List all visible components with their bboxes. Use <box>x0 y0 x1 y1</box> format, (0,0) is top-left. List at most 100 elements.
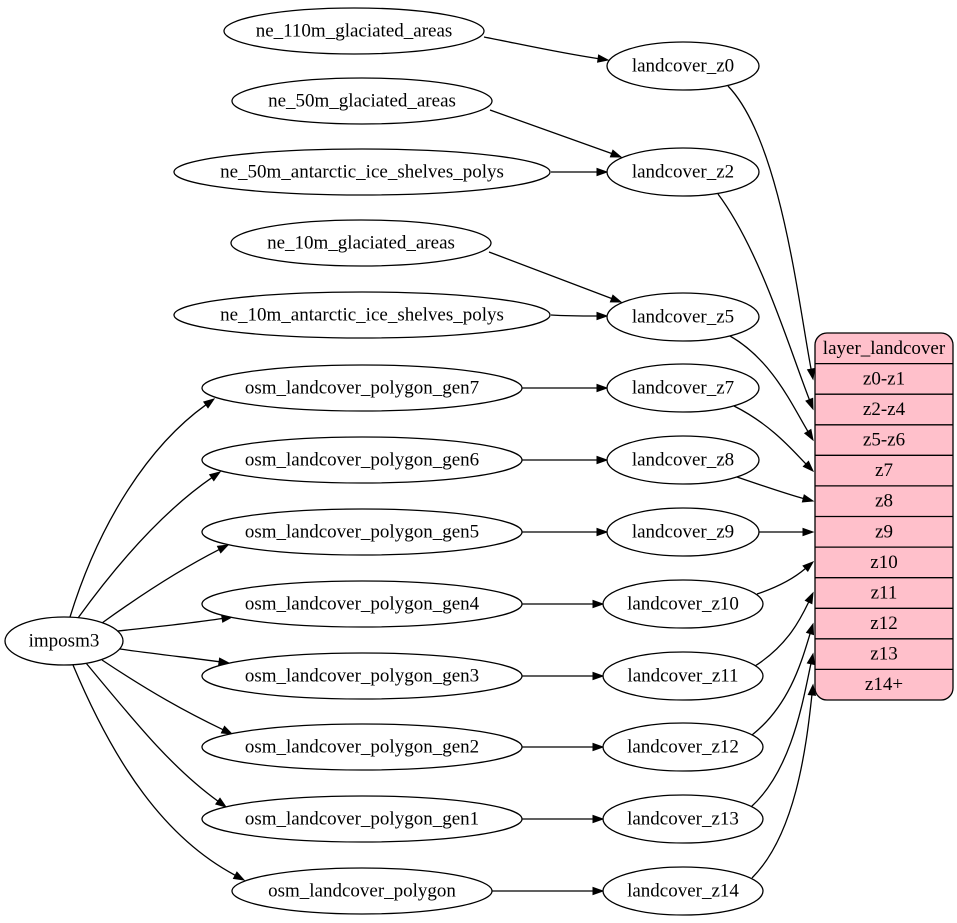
node-landcover-z0: landcover_z0 <box>606 41 760 91</box>
edge-landcover-z7-to-row-z7 <box>733 405 815 473</box>
node-ellipse <box>606 292 760 342</box>
node-ellipse <box>173 148 551 196</box>
arrowhead-icon <box>596 455 609 465</box>
node-label: imposm3 <box>29 631 100 652</box>
node-landcover-z9: landcover_z9 <box>606 507 760 557</box>
edge-landcover-z0-to-row-z0-z1 <box>727 85 816 381</box>
arrowhead-icon <box>802 460 815 473</box>
edge-line <box>101 549 220 624</box>
edge-line <box>756 568 806 595</box>
edge-osm-landcover-polygon-to-landcover-z14 <box>491 886 605 896</box>
edge-landcover-z8-to-row-z8 <box>736 476 815 503</box>
node-label: osm_landcover_polygon_gen3 <box>245 666 479 687</box>
arrowhead-icon <box>806 652 815 666</box>
node-ellipse <box>602 794 764 844</box>
edge-line <box>729 335 809 432</box>
node-osm-landcover-polygon-gen5: osm_landcover_polygon_gen5 <box>201 508 523 556</box>
edge-imposm3-to-osm-landcover-polygon-gen2 <box>101 659 234 735</box>
node-label: landcover_z14 <box>627 881 739 902</box>
edge-line <box>550 314 598 317</box>
edge-imposm3-to-osm-landcover-polygon <box>72 664 246 881</box>
arrowhead-icon <box>592 742 605 752</box>
node-label: landcover_z11 <box>627 666 738 687</box>
arrowhead-icon <box>232 871 246 881</box>
node-ellipse <box>606 363 760 413</box>
node-label: landcover_z0 <box>632 56 734 77</box>
node-ellipse <box>230 219 492 267</box>
node-ellipse <box>201 580 523 628</box>
edge-landcover-z14-to-row-z14- <box>751 683 817 879</box>
edge-ne-110m-glaciated-areas-to-landcover-z0 <box>483 36 610 63</box>
edge-osm-landcover-polygon-gen1-to-landcover-z13 <box>521 814 605 824</box>
arrowhead-icon <box>208 471 222 482</box>
node-ellipse <box>173 291 551 339</box>
edge-landcover-z10-to-row-z10 <box>756 561 815 595</box>
node-ellipse <box>602 651 764 701</box>
node-label: landcover_z13 <box>627 809 739 830</box>
node-landcover-z14: landcover_z14 <box>602 866 764 916</box>
edge-osm-landcover-polygon-gen4-to-landcover-z10 <box>522 599 605 609</box>
edge-landcover-z9-to-row-z9 <box>759 527 815 537</box>
arrowhead-icon <box>597 54 610 63</box>
record-row-label: z9 <box>875 521 893 542</box>
arrowhead-icon <box>592 671 605 681</box>
edge-line <box>754 601 810 667</box>
arrowhead-icon <box>596 383 609 393</box>
node-ellipse <box>606 507 760 557</box>
edge-osm-landcover-polygon-gen6-to-landcover-z8 <box>521 455 609 465</box>
node-landcover-z8: landcover_z8 <box>606 435 760 485</box>
node-label: osm_landcover_polygon_gen6 <box>245 450 479 471</box>
edge-line <box>733 405 807 465</box>
record-row-label: z13 <box>870 644 897 665</box>
node-landcover-z10: landcover_z10 <box>602 579 764 629</box>
node-ellipse <box>602 722 764 772</box>
edge-osm-landcover-polygon-gen5-to-landcover-z9 <box>522 527 609 537</box>
edge-line <box>750 663 812 808</box>
node-label: osm_landcover_polygon_gen5 <box>245 522 479 543</box>
edge-ne-50m-antarctic-ice-shelves-polys-to-landcover-z2 <box>550 167 609 177</box>
record-row-label: z10 <box>870 552 897 573</box>
node-label: osm_landcover_polygon_gen2 <box>245 737 479 758</box>
edge-line <box>72 664 236 876</box>
node-landcover-z12: landcover_z12 <box>602 722 764 772</box>
arrowhead-icon <box>609 294 623 303</box>
node-ne-50m-glaciated-areas: ne_50m_glaciated_areas <box>231 77 493 125</box>
node-label: landcover_z7 <box>632 378 734 399</box>
node-ellipse <box>201 652 523 700</box>
node-ne-110m-glaciated-areas: ne_110m_glaciated_areas <box>223 7 485 55</box>
node-ellipse <box>606 41 760 91</box>
edge-ne-50m-glaciated-areas-to-landcover-z2 <box>489 109 623 158</box>
node-label: landcover_z5 <box>632 307 734 328</box>
node-osm-landcover-polygon-gen1: osm_landcover_polygon_gen1 <box>201 795 523 843</box>
arrowhead-icon <box>807 683 817 696</box>
node-label: landcover_z8 <box>632 450 734 471</box>
edge-line <box>117 617 223 632</box>
edge-landcover-z5-to-row-z5-z6 <box>729 335 814 442</box>
node-osm-landcover-polygon-gen7: osm_landcover_polygon_gen7 <box>201 364 523 412</box>
node-landcover-z2: landcover_z2 <box>606 147 760 197</box>
node-label: landcover_z12 <box>627 737 739 758</box>
node-landcover-z7: landcover_z7 <box>606 363 760 413</box>
edge-ne-10m-antarctic-ice-shelves-polys-to-landcover-z5 <box>550 311 609 321</box>
node-osm-landcover-polygon-gen3: osm_landcover_polygon_gen3 <box>201 652 523 700</box>
edge-line <box>736 476 804 500</box>
edge-landcover-z11-to-row-z11 <box>754 591 814 667</box>
edge-line <box>488 251 612 300</box>
node-osm-landcover-polygon-gen6: osm_landcover_polygon_gen6 <box>201 436 523 484</box>
edge-landcover-z13-to-row-z13 <box>750 652 815 808</box>
node-ne-10m-antarctic-ice-shelves-polys: ne_10m_antarctic_ice_shelves_polys <box>173 291 551 339</box>
arrowhead-icon <box>803 428 814 442</box>
node-label: landcover_z9 <box>632 522 734 543</box>
edge-line <box>489 109 612 155</box>
node-osm-landcover-polygon-gen4: osm_landcover_polygon_gen4 <box>201 580 523 628</box>
node-ellipse <box>602 866 764 916</box>
record-row-label: z5-z6 <box>863 430 905 451</box>
arrowhead-icon <box>202 398 216 409</box>
record-row-label: z14+ <box>865 674 903 695</box>
edge-osm-landcover-polygon-gen3-to-landcover-z11 <box>521 671 605 681</box>
record-row-label: z8 <box>875 491 893 512</box>
arrowhead-icon <box>216 544 230 554</box>
arrowhead-icon <box>801 494 815 503</box>
arrowhead-icon <box>220 725 234 735</box>
